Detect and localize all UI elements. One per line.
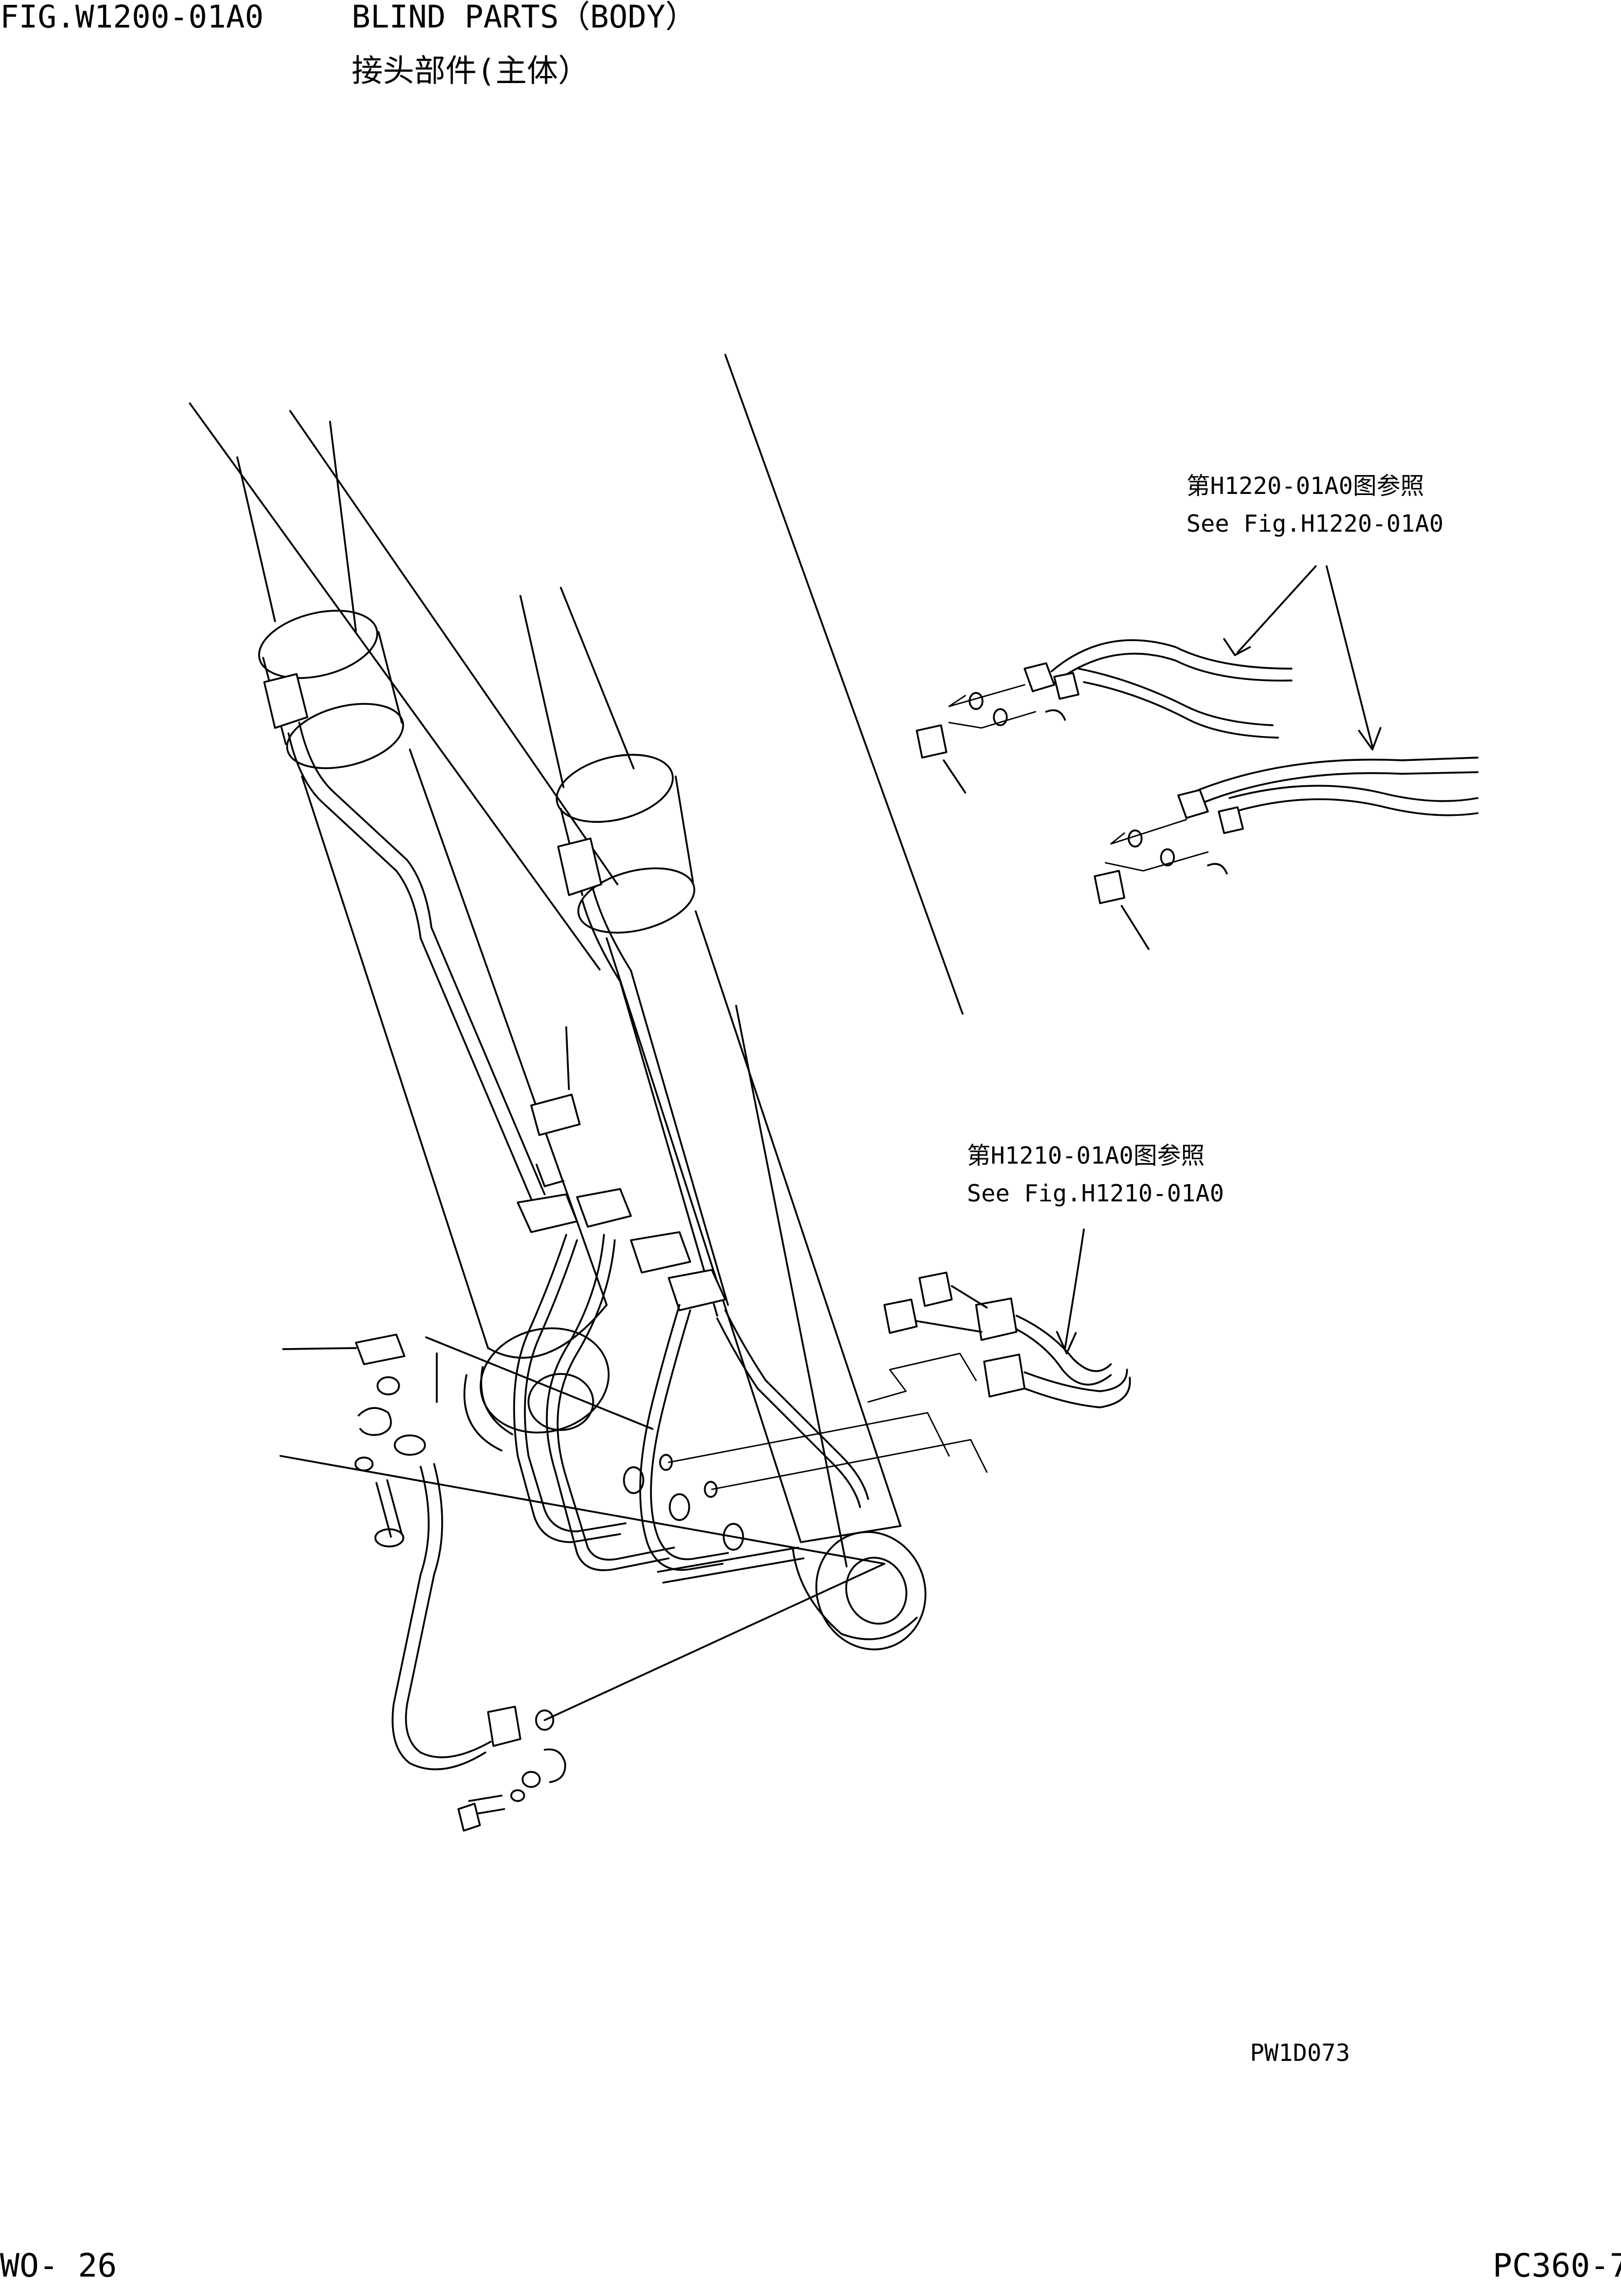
reference-upper-english: See Fig.H1220-01A0 [1186,510,1444,538]
figure-title-chinese: 接头部件(主体） [352,52,589,89]
cylinder-clamp-blocks [263,673,602,896]
reference-upper-chinese: 第H1220-01A0图参照 [1186,472,1424,500]
left-cylinder-piping [287,721,729,1317]
base-fittings [623,1454,744,1551]
center-leader-lines [668,1352,988,1490]
h1220-hose-assemblies [916,565,1479,950]
h1210-hose-bundle [883,1228,1131,1408]
figure-title-english: BLIND PARTS（BODY） [352,0,697,35]
left-boom-cylinder [236,421,610,1452]
right-boom-cylinder [519,587,926,1651]
reference-lower-chinese: 第H1210-01A0图参照 [967,1142,1205,1170]
center-block-with-leader [530,1026,581,1187]
center-hose-blocks [513,1188,869,1584]
lower-left-pipe-and-parts [282,1333,885,1832]
boom-outline [189,354,964,1568]
drawing-code: PW1D073 [1250,2039,1350,2067]
machine-model: PC360-7 [1493,2247,1621,2285]
figure-code: FIG.W1200-01A0 [0,0,264,35]
page-number-label: WO- 26 [0,2247,117,2285]
reference-lower-english: See Fig.H1210-01A0 [967,1180,1224,1207]
